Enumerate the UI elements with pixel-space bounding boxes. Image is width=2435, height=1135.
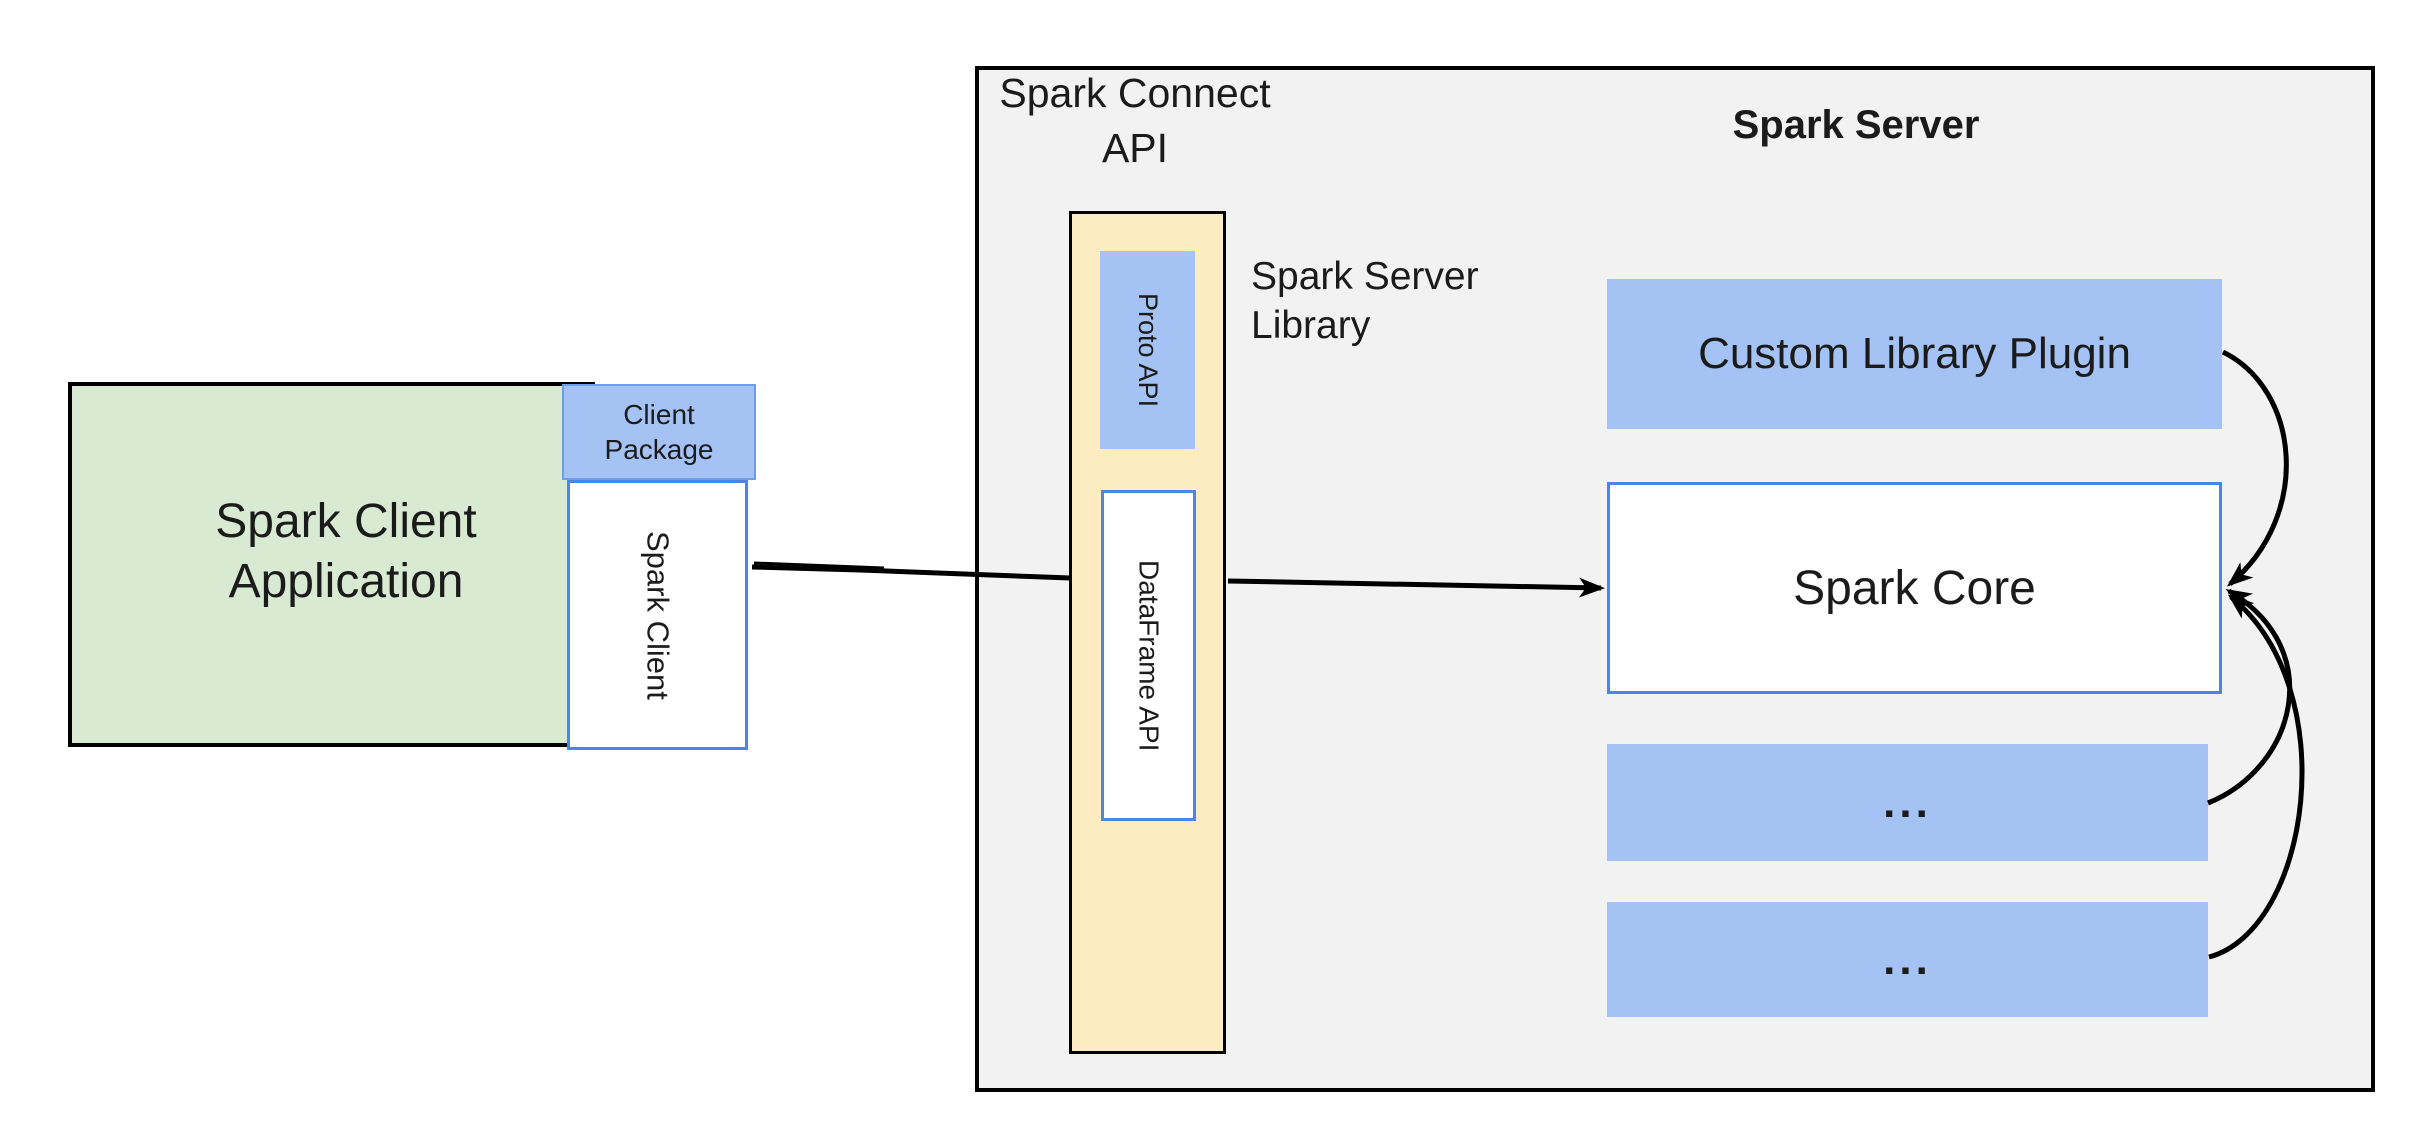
spark-client-label: Spark Client <box>640 530 676 700</box>
spark-client-application-box <box>68 382 595 747</box>
spark-connect-api-line1: Spark Connect <box>999 70 1271 116</box>
spark-server-library-label: Spark Server Library <box>1251 252 1651 350</box>
proto-api-box: Proto API <box>1100 251 1195 449</box>
spark-connect-api-line2: API <box>1101 125 1169 171</box>
dataframe-api-box: DataFrame API <box>1101 490 1196 821</box>
client-package-line2: Package <box>604 434 714 465</box>
client-package-box: Client Package <box>562 384 756 480</box>
proto-api-label: Proto API <box>1133 292 1163 408</box>
spark-core-box: Spark Core <box>1607 482 2222 694</box>
plugin-placeholder-box-2: ... <box>1607 902 2208 1017</box>
spark-client-application-label: Spark Client Application <box>68 492 624 612</box>
spark-server-library-line1: Spark Server <box>1251 255 1479 298</box>
spark-client-box: Spark Client <box>567 480 748 750</box>
spark-client-application-line2: Application <box>228 555 464 608</box>
spark-server-library-line2: Library <box>1251 304 1371 347</box>
client-to-connect-arrow-overdraw <box>753 561 885 570</box>
custom-library-plugin-label: Custom Library Plugin <box>1698 329 2131 378</box>
spark-connect-api-label: Spark Connect API <box>925 66 1345 176</box>
plugin-placeholder-label-1: ... <box>1883 777 1932 827</box>
plugin-placeholder-label-2: ... <box>1883 934 1932 984</box>
client-package-line1: Client <box>623 399 695 430</box>
spark-core-label: Spark Core <box>1793 561 2036 615</box>
spark-client-application-line1: Spark Client <box>215 495 477 548</box>
dataframe-api-label: DataFrame API <box>1133 559 1165 752</box>
custom-library-plugin-box: Custom Library Plugin <box>1607 279 2222 429</box>
spark-server-title: Spark Server <box>1732 103 1980 147</box>
plugin-placeholder-box-1: ... <box>1607 744 2208 861</box>
